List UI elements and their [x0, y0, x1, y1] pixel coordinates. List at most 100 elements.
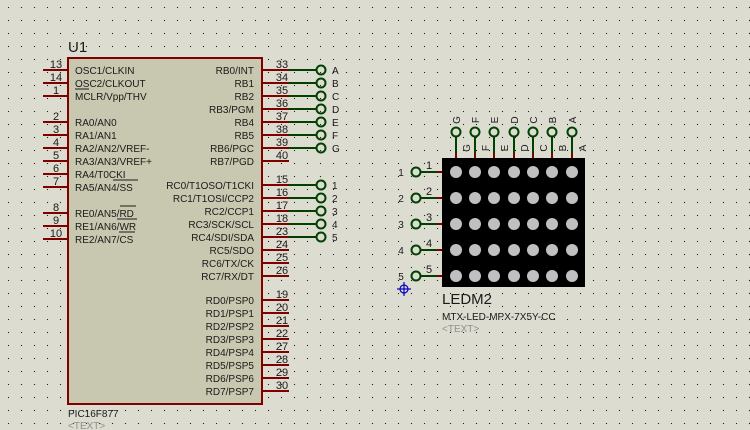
terminal-C[interactable]: C [289, 90, 339, 104]
terminal-node-icon[interactable] [527, 126, 539, 138]
terminal-node-icon[interactable] [410, 244, 422, 256]
terminal-node-icon[interactable] [410, 218, 422, 230]
terminal-node-icon[interactable] [315, 90, 327, 102]
pin-number: 17 [276, 200, 288, 212]
terminal-node-icon[interactable] [315, 192, 327, 204]
pin-name: RD2/PSP2 [206, 322, 255, 333]
terminal-node-icon[interactable] [315, 116, 327, 128]
terminal-node-icon[interactable] [469, 126, 481, 138]
terminal-node-icon[interactable] [410, 166, 422, 178]
led-column-pin-C[interactable]: CC [527, 116, 551, 158]
ledm2-ref-label: LEDM2 [442, 291, 492, 308]
terminal-node-icon[interactable] [315, 218, 327, 230]
terminal-4[interactable]: 4 [289, 218, 338, 232]
led-column-pin-A[interactable]: AA [566, 116, 590, 158]
led-row-pin-5[interactable]: 55 [398, 264, 442, 283]
led-column-pin-D[interactable]: DD [508, 116, 532, 158]
terminal-node-icon[interactable] [410, 192, 422, 204]
u1-body[interactable] [67, 57, 263, 405]
pin-number: 21 [276, 315, 288, 327]
pin-number: 34 [276, 72, 288, 84]
terminal-node-icon[interactable] [315, 179, 327, 191]
led-column-pin-B[interactable]: BB [546, 116, 570, 158]
terminal-A[interactable]: A [289, 64, 339, 78]
terminal-node-icon[interactable] [410, 270, 422, 282]
terminal-node-icon[interactable] [488, 126, 500, 138]
terminal-node-icon[interactable] [315, 129, 327, 141]
terminal-node-icon[interactable] [450, 126, 462, 138]
terminal-node-icon[interactable] [315, 205, 327, 217]
pin-name: RE2/AN7/CS [75, 235, 134, 246]
terminal-node-icon[interactable] [315, 103, 327, 115]
led-row-pin-4[interactable]: 44 [398, 238, 442, 257]
terminal-3[interactable]: 3 [289, 205, 338, 219]
terminal-label: 4 [398, 246, 404, 257]
terminal-5[interactable]: 5 [289, 231, 338, 245]
terminal-node-icon[interactable] [315, 64, 327, 76]
led-column-pin-F[interactable]: FF [469, 117, 493, 158]
led-column-pin-G[interactable]: GG [450, 116, 474, 158]
led-row-pin-3[interactable]: 33 [398, 212, 442, 231]
terminal-node-icon[interactable] [566, 126, 578, 138]
terminal-D[interactable]: D [289, 103, 339, 117]
led-dot-r1-c3 [488, 166, 500, 178]
pin-name: RA4/T0CKI [75, 170, 126, 181]
led-row-pin-1[interactable]: 11 [398, 160, 442, 179]
terminal-1[interactable]: 1 [289, 179, 338, 193]
terminal-B[interactable]: B [289, 77, 339, 91]
terminal-2[interactable]: 2 [289, 192, 338, 206]
terminal-node-icon[interactable] [315, 231, 327, 243]
led-row-pin-2[interactable]: 22 [398, 186, 442, 205]
led-column-pin-E[interactable]: EE [488, 116, 512, 158]
terminal-E[interactable]: E [289, 116, 339, 130]
pin-name: RD5/PSP5 [206, 361, 255, 372]
terminal-G[interactable]: G [289, 142, 340, 156]
u1-component[interactable]: U1 13OSC1/CLKIN14OSC2/CLKOUT1MCLR/Vpp/TH… [43, 39, 289, 430]
terminal-node-icon[interactable] [508, 126, 520, 138]
terminal-F[interactable]: F [289, 129, 338, 143]
terminal-node-icon[interactable] [315, 142, 327, 154]
pin-number: 15 [276, 174, 288, 186]
terminal-node-icon[interactable] [546, 126, 558, 138]
pin-name: RD7/PSP7 [206, 387, 255, 398]
terminal-node-icon[interactable] [315, 77, 327, 89]
